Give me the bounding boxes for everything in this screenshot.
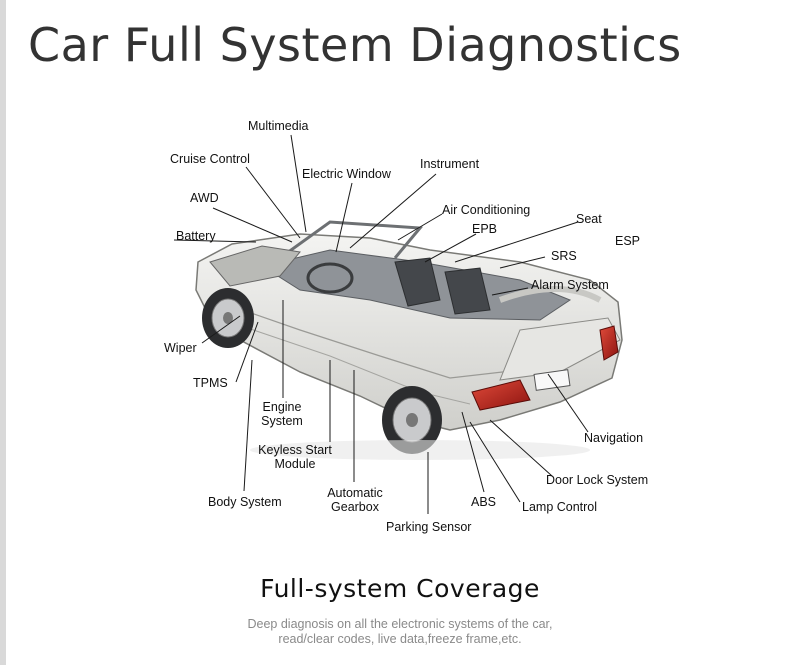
coverage-heading: Full-system Coverage (260, 574, 540, 603)
label-parking-sensor: Parking Sensor (386, 520, 472, 534)
label-epb: EPB (472, 222, 498, 236)
label-lamp-control: Lamp Control (522, 500, 598, 514)
label-abs: ABS (471, 495, 497, 509)
label-tpms: TPMS (193, 376, 228, 390)
label-body-system: Body System (208, 495, 282, 509)
label-wiper: Wiper (164, 341, 197, 355)
label-esp: ESP (615, 234, 641, 248)
label-alarm-system: Alarm System (531, 278, 609, 292)
label-keyless-start-module: Keyless Start Module (252, 443, 338, 471)
label-gearbox-line1: Automatic (327, 486, 383, 500)
label-engine-system-line2: System (261, 414, 303, 428)
description-line2: read/clear codes, live data,freeze frame… (278, 632, 522, 646)
label-keyless-line2: Module (274, 457, 316, 471)
label-battery: Battery (176, 229, 216, 243)
label-multimedia: Multimedia (248, 119, 309, 133)
page-title: Car Full System Diagnostics (28, 18, 682, 72)
label-seat: Seat (576, 212, 602, 226)
label-srs: SRS (551, 249, 577, 263)
label-engine-system-line1: Engine (262, 400, 302, 414)
leader-lines (173, 134, 589, 514)
label-keyless-line1: Keyless Start (258, 443, 332, 457)
label-cruise-control: Cruise Control (170, 152, 250, 166)
coverage-description: Deep diagnosis on all the electronic sys… (0, 617, 800, 647)
description-line1: Deep diagnosis on all the electronic sys… (247, 617, 553, 631)
label-engine-system: Engine System (258, 400, 306, 428)
label-instrument: Instrument (420, 157, 480, 171)
car-illustration (195, 220, 623, 460)
label-navigation: Navigation (584, 431, 644, 445)
label-awd: AWD (190, 191, 219, 205)
label-door-lock-system: Door Lock System (546, 473, 649, 487)
left-border (0, 0, 6, 665)
label-air-conditioning: Air Conditioning (442, 203, 531, 217)
label-automatic-gearbox: Automatic Gearbox (322, 486, 388, 514)
label-electric-window: Electric Window (302, 167, 391, 181)
label-gearbox-line2: Gearbox (331, 500, 379, 514)
